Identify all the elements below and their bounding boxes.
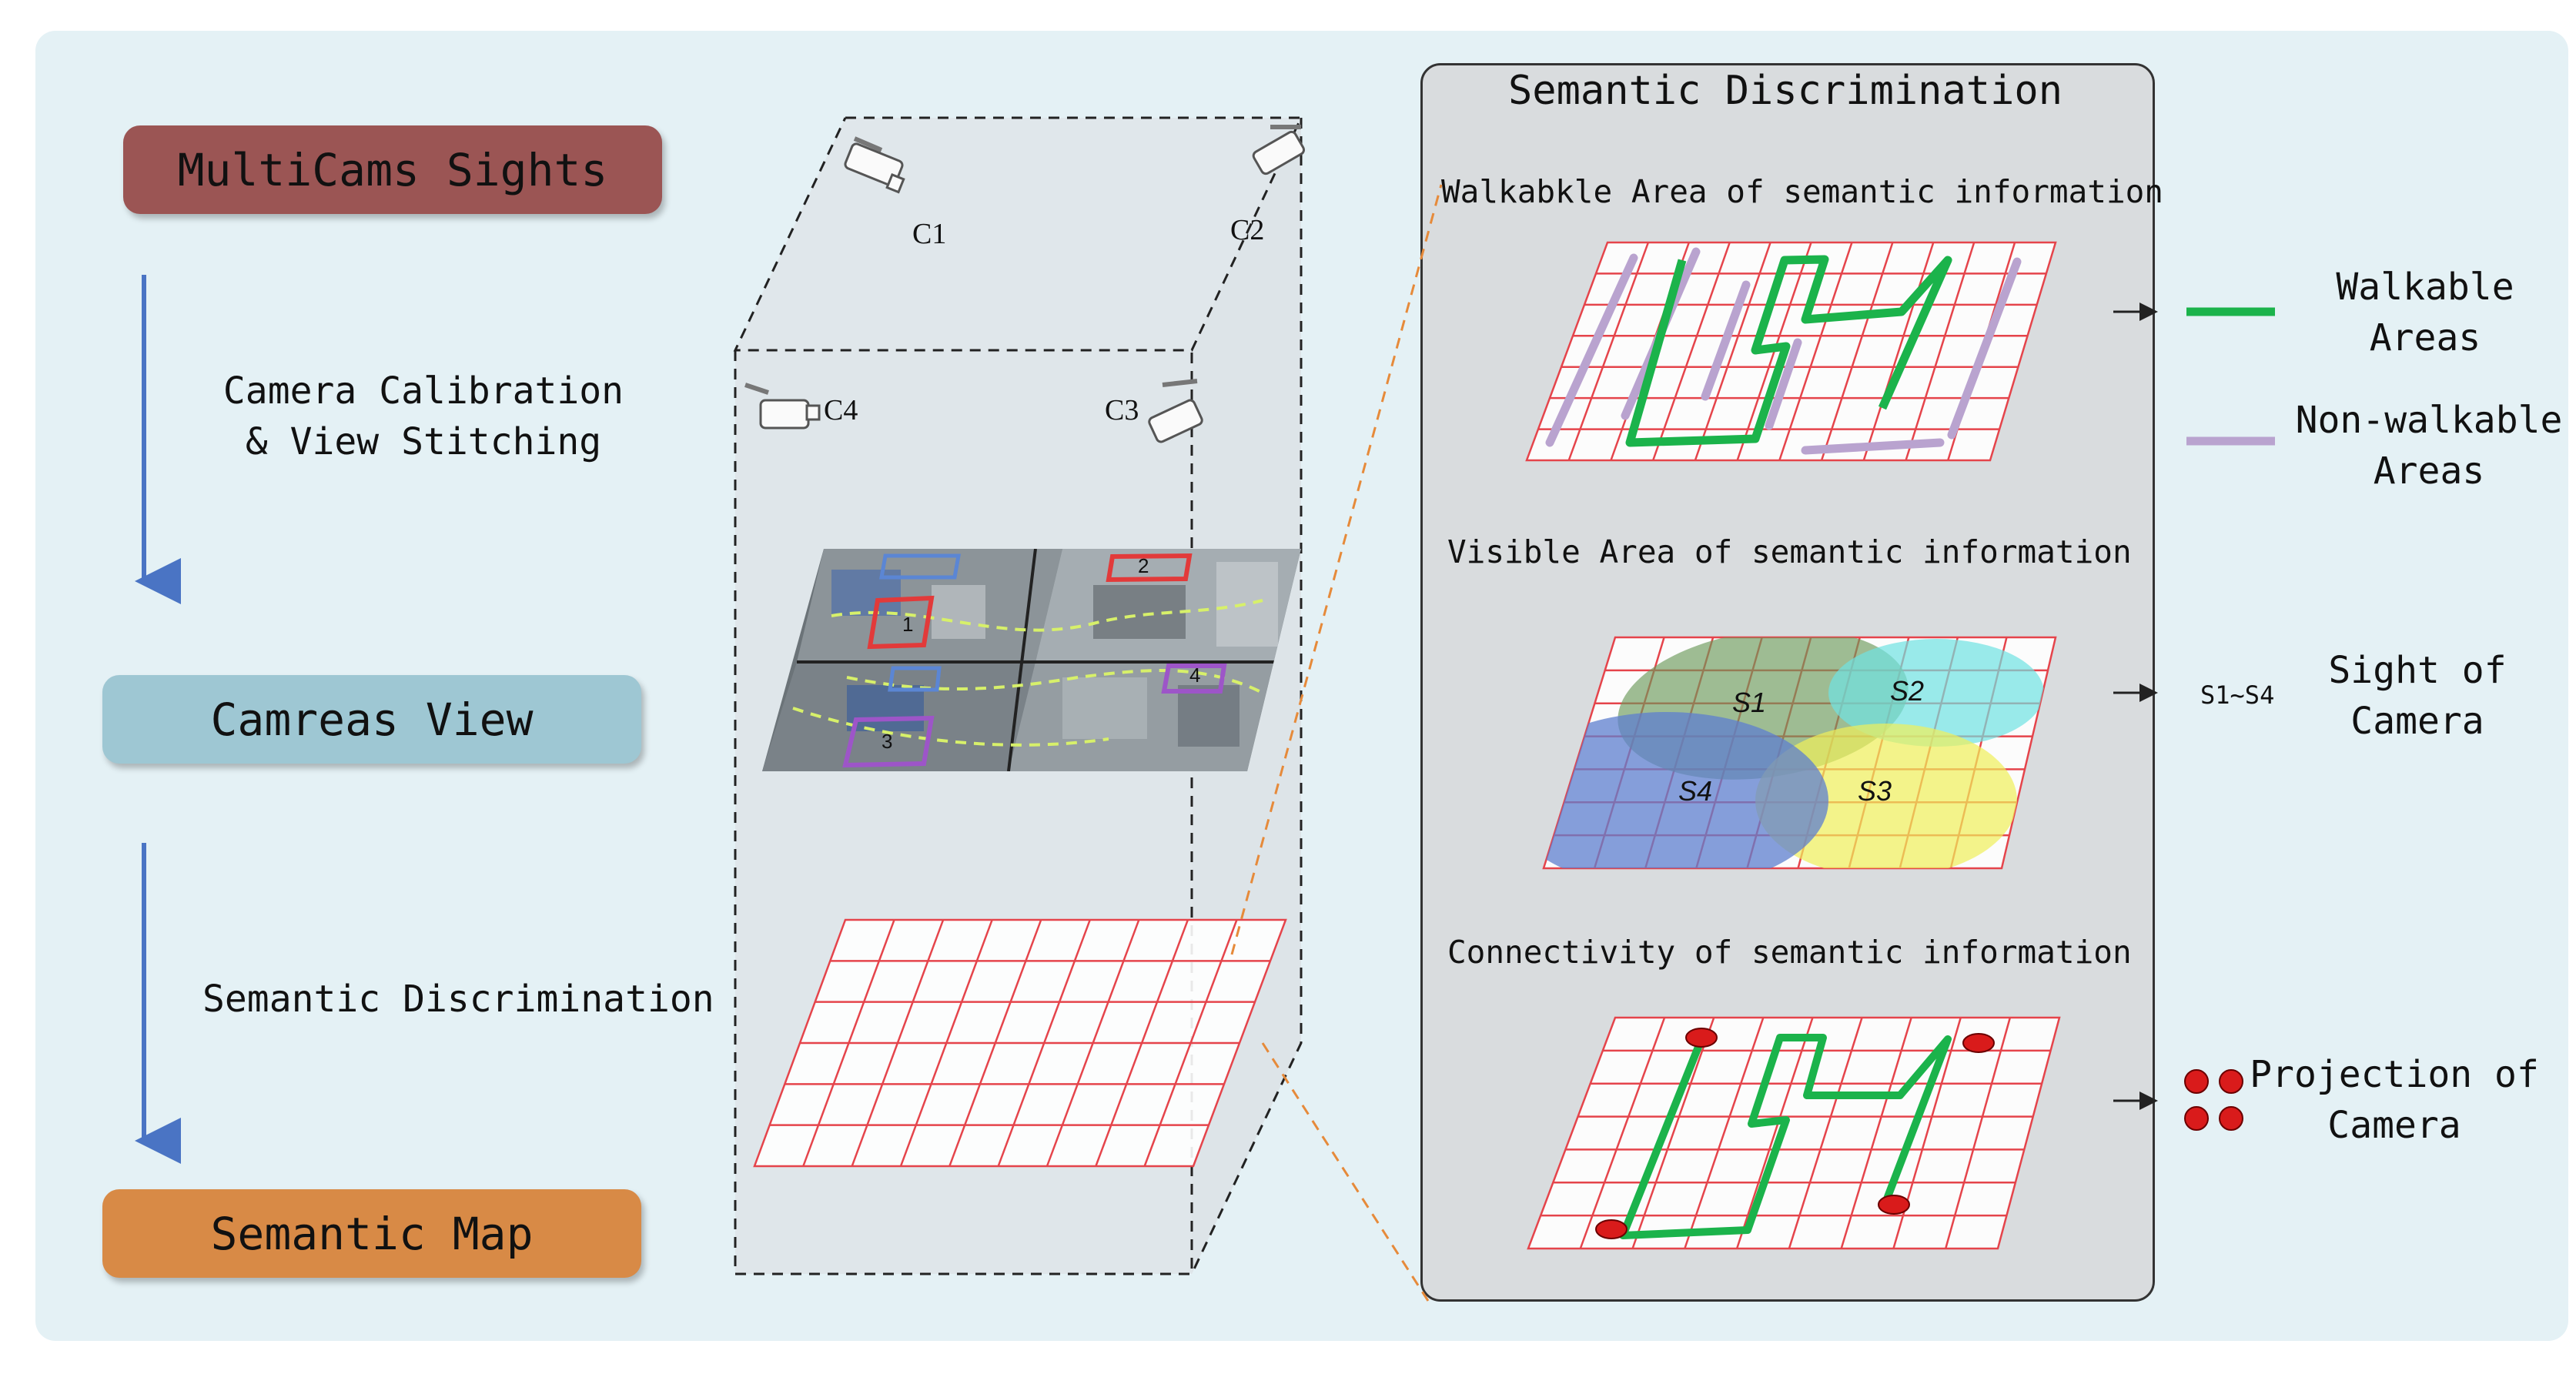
non-walkable-lines	[1545, 247, 2022, 455]
legend-sight-line1: Sight of	[2328, 649, 2507, 692]
cameras-view-box: Camreas View	[102, 675, 641, 764]
camera-c1-icon	[844, 136, 905, 194]
semantic-map-box: Semantic Map	[102, 1189, 641, 1278]
camera-label-c2: C2	[1230, 214, 1264, 246]
camera-projection-points	[1595, 1028, 1995, 1239]
camera-sight-areas	[1544, 637, 2044, 868]
walkable-section-title: Walkabkle Area of semantic information	[1441, 173, 2163, 210]
connectivity-grid	[1527, 1016, 2061, 1250]
panel-title: Semantic Discrimination	[1507, 68, 2063, 114]
legend-sight-line2: Camera	[2350, 700, 2484, 743]
camera-label-c1: C1	[912, 218, 946, 250]
zoom-connector-top	[1230, 184, 1443, 955]
grid-line	[1778, 242, 1853, 461]
grid-line	[1840, 1017, 1912, 1249]
calibration-label-line2: & View Stitching	[245, 420, 602, 463]
multicams-sights-box: MultiCams Sights	[123, 125, 662, 214]
grid-line	[1905, 242, 1975, 461]
semantic-discrimination-flow-label: Semantic Discrimination	[202, 978, 714, 1021]
legend-walkable-line1: Walkable	[2336, 266, 2514, 309]
grid-line	[1694, 242, 1771, 461]
grid-line	[1684, 1017, 1765, 1249]
cube-semantic-grid	[753, 918, 1287, 1168]
sight-label-s2: S2	[1890, 675, 1924, 707]
legend-walkable-line2: Areas	[2369, 316, 2481, 359]
view-tile-2: 2	[1138, 554, 1149, 577]
grid-line	[1652, 242, 1731, 461]
camera-c3-icon	[1148, 379, 1203, 443]
zoom-connector-bottom	[1261, 1042, 1430, 1302]
legend-projection-line2: Camera	[2327, 1104, 2461, 1147]
sight-label-s1: S1	[1732, 687, 1766, 718]
grid-line	[1631, 1017, 1715, 1249]
view-tile-4: 4	[1189, 664, 1200, 687]
legend-nonwalkable-line1: Non-walkable	[2295, 399, 2563, 442]
camera-label-c3: C3	[1105, 394, 1139, 426]
grid-line	[1945, 1017, 2012, 1249]
view-tile-1: 1	[902, 613, 913, 636]
walkable-path	[1625, 255, 1952, 447]
legend-sight-marker: S1~S4	[2200, 680, 2275, 710]
sight-label-s4: S4	[1678, 775, 1712, 807]
calibration-label-line1: Camera Calibration	[222, 369, 624, 413]
grid-line	[1820, 242, 1894, 461]
visible-section-title: Visible Area of semantic information	[1447, 533, 2132, 570]
multicams-sights-label: MultiCams Sights	[177, 143, 608, 196]
grid-line	[1862, 242, 1935, 461]
legend-nonwalkable-line2: Areas	[2373, 450, 2485, 493]
connectivity-path	[1619, 1034, 1952, 1239]
grid-line	[1567, 242, 1650, 461]
stitched-camera-view: 1 2 3 4	[762, 549, 1301, 771]
sight-label-s3: S3	[1858, 775, 1892, 807]
grid-line	[1788, 1017, 1863, 1249]
camera-label-c4: C4	[824, 394, 858, 426]
grid-line	[1579, 1017, 1666, 1249]
grid-line	[1735, 1017, 1814, 1249]
legend-projection-line1: Projection of	[2250, 1053, 2539, 1096]
legend-projection-icon	[2184, 1069, 2243, 1131]
camera-c4-icon	[744, 383, 821, 430]
semantic-map-label: Semantic Map	[210, 1207, 534, 1260]
camera-c2-icon	[1252, 125, 1306, 176]
view-tile-3: 3	[882, 730, 892, 753]
connectivity-section-title: Connectivity of semantic information	[1447, 934, 2132, 971]
cameras-view-label: Camreas View	[210, 693, 534, 746]
